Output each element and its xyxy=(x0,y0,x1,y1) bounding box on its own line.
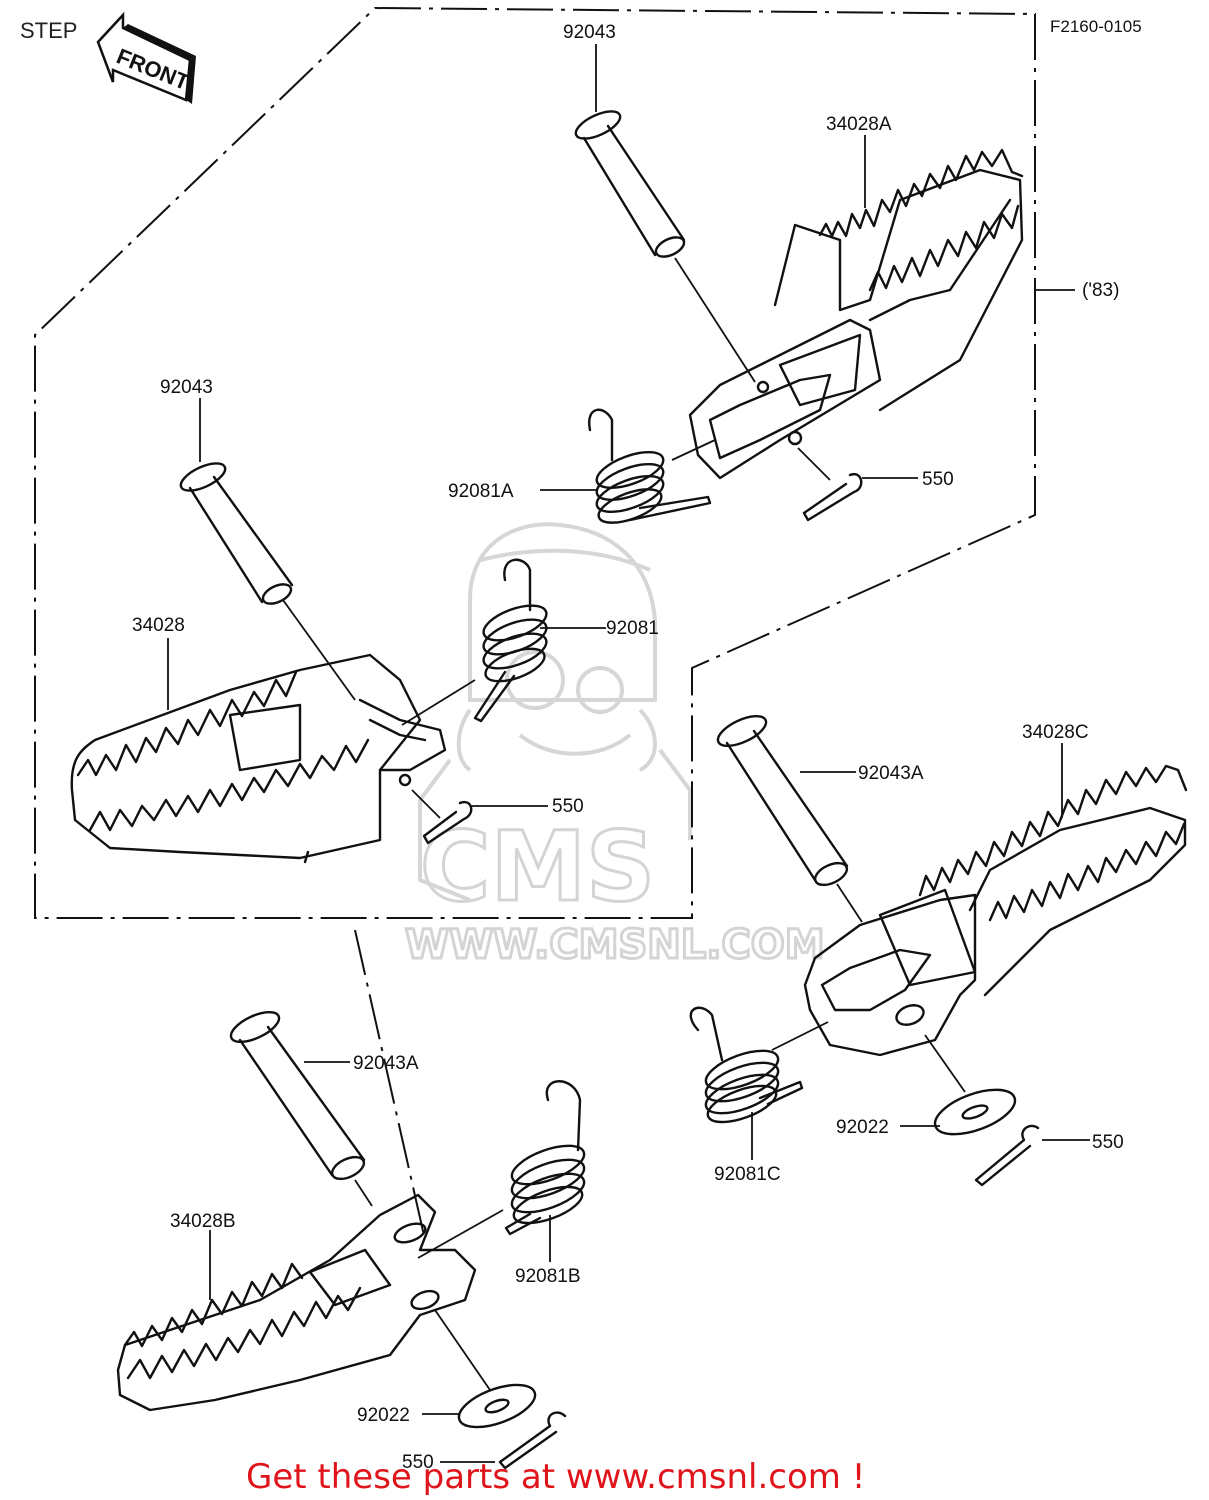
label-cotter-right: 550 xyxy=(1092,1132,1124,1153)
label-step-top: 34028A xyxy=(826,114,892,135)
label-washer-right: 92022 xyxy=(836,1117,889,1138)
bottom-step-assembly: 92043A 34028B 92081B 92022 550 xyxy=(116,929,586,1473)
spring-bottom-drawing xyxy=(504,1080,586,1236)
label-cotter-top: 550 xyxy=(922,469,954,490)
right-step-assembly: 92043A 34028C 92022 550 92081C xyxy=(689,714,1188,1187)
cotter-right-drawing xyxy=(974,1124,1040,1187)
footer-link[interactable]: Get these parts at www.cmsnl.com ! xyxy=(246,1457,865,1497)
cotter-left-drawing xyxy=(411,789,473,845)
step-left-drawing xyxy=(70,653,447,864)
cotter-bottom-drawing xyxy=(498,1411,567,1470)
label-step-left: 34028 xyxy=(132,615,185,636)
top-step-assembly: 92043 34028A 92081A 550 xyxy=(448,22,1024,524)
label-step-right: 34028C xyxy=(1022,722,1089,743)
label-spring-left: 92081 xyxy=(606,618,659,639)
pin-top-drawing xyxy=(574,110,686,258)
label-pin-left: 92043 xyxy=(160,377,213,398)
label-pin-bottom: 92043A xyxy=(353,1053,419,1074)
cms-watermark: CMS WWW.CMSNL.COM xyxy=(404,522,826,970)
label-pin-top: 92043 xyxy=(563,22,616,43)
watermark-logo-text: CMS xyxy=(420,811,655,923)
label-step-bottom: 34028B xyxy=(170,1211,236,1232)
washer-right-drawing xyxy=(933,1088,1017,1136)
label-cotter-bottom: 550 xyxy=(402,1452,434,1473)
label-cotter-left: 550 xyxy=(552,796,584,817)
label-pin-right: 92043A xyxy=(858,763,924,784)
step-top-drawing xyxy=(688,148,1024,480)
watermark-url-text: WWW.CMSNL.COM xyxy=(405,922,825,968)
cotter-top-drawing xyxy=(797,447,863,522)
section-title: STEP xyxy=(20,18,77,43)
left-step-assembly: 92043 34028 92081 550 xyxy=(70,377,659,864)
pin-right-drawing xyxy=(716,714,849,887)
year-note: ('83) xyxy=(1082,280,1119,301)
spring-top-drawing xyxy=(588,408,712,524)
spring-right-drawing xyxy=(689,1006,804,1124)
label-spring-top: 92081A xyxy=(448,481,514,502)
step-right-drawing xyxy=(803,764,1188,1057)
label-spring-bottom: 92081B xyxy=(515,1266,581,1287)
pin-left-drawing xyxy=(179,462,294,605)
step-bottom-drawing xyxy=(116,1193,477,1412)
front-arrow-icon: FRONT xyxy=(96,11,196,104)
spring-left-drawing xyxy=(473,558,548,723)
figure-code: F2160-0105 xyxy=(1050,17,1142,36)
group-frame xyxy=(34,6,1036,919)
pin-bottom-drawing xyxy=(229,1010,366,1181)
label-spring-right: 92081C xyxy=(714,1164,781,1185)
washer-bottom-drawing xyxy=(457,1383,537,1429)
label-washer-bottom: 92022 xyxy=(357,1405,410,1426)
